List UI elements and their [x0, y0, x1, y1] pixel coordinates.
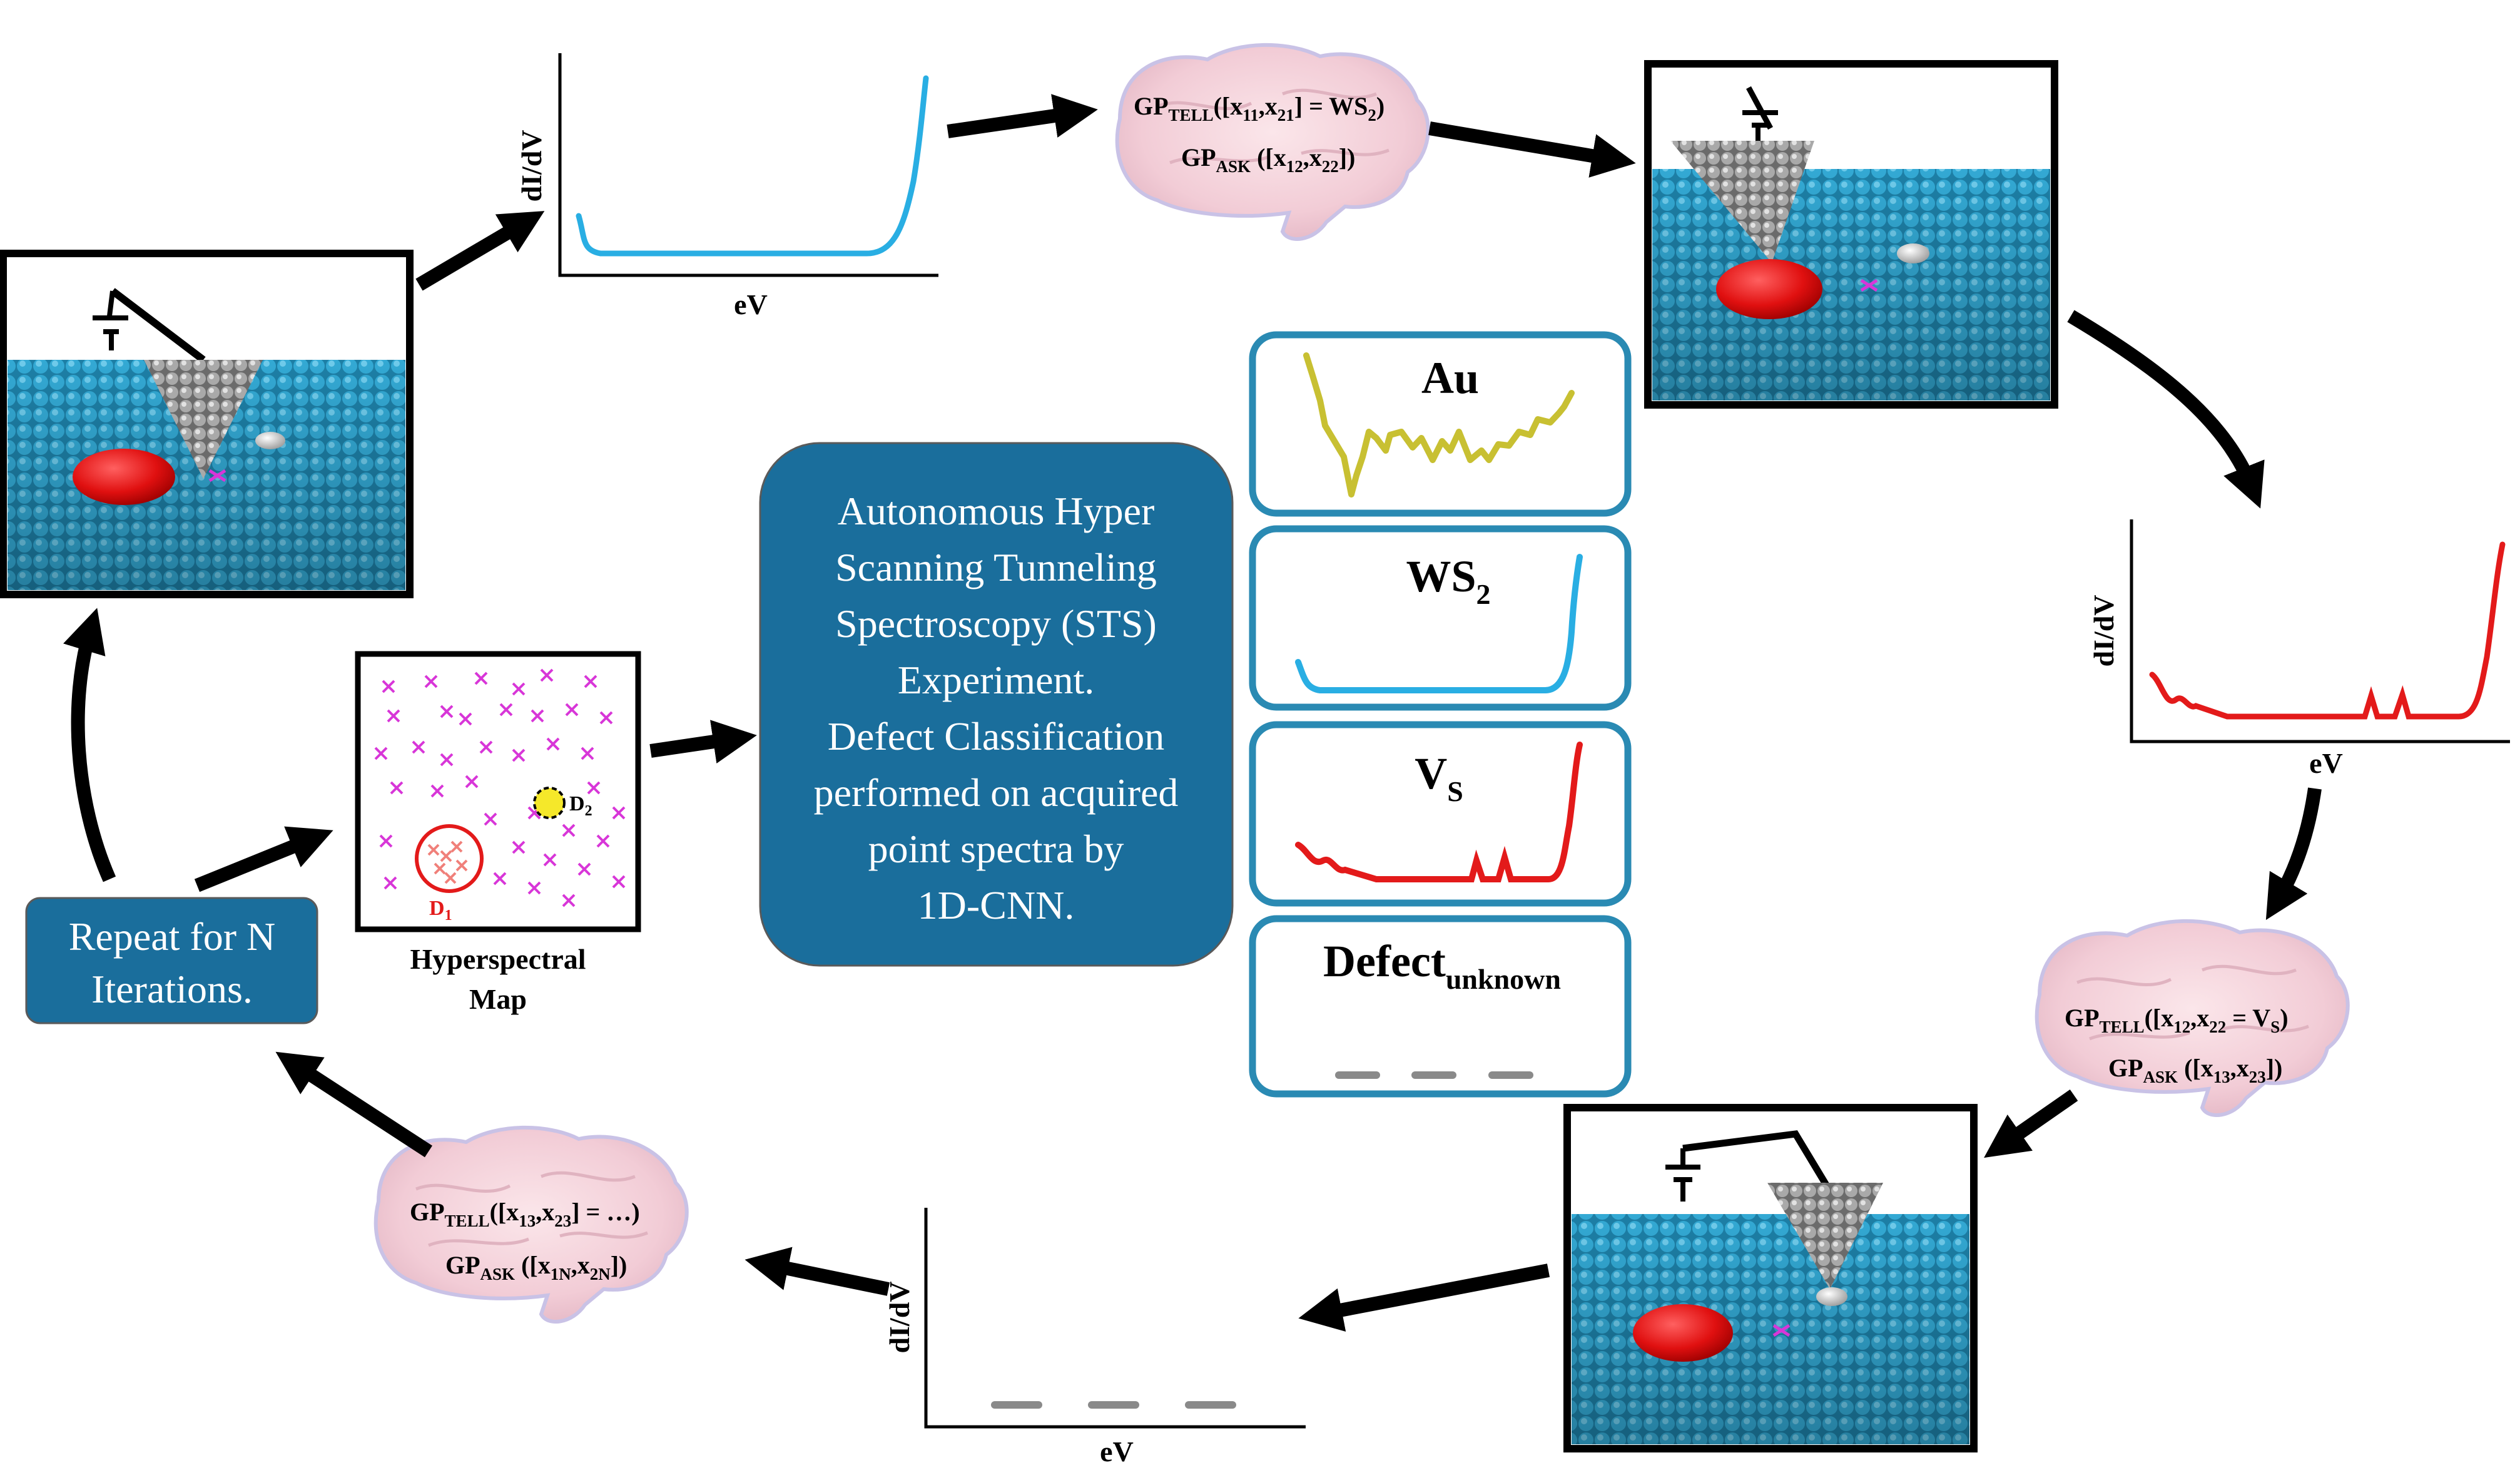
brain-icon — [1115, 43, 1430, 241]
y-axis-label: dI/dV — [2088, 595, 2120, 666]
repeat-box: Repeat for N Iterations. — [25, 897, 318, 1024]
ws2-spectrum-curve — [576, 75, 929, 257]
arrow-icon — [649, 720, 757, 763]
class-label-defect-unknown: Defectunknown — [1323, 936, 1561, 995]
stm-tip-icon — [144, 360, 263, 479]
white-defect-dome — [1897, 243, 1929, 263]
defect-cluster-d1 — [415, 824, 484, 893]
battery-symbol-icon — [1665, 1130, 1830, 1202]
sample-point-markers — [374, 668, 626, 907]
svg-text:GPASK ([x13,x23]): GPASK ([x13,x23]) — [2108, 1054, 2282, 1086]
x-axis-label: eV — [1100, 1436, 1134, 1467]
arrow-icon — [947, 94, 1098, 138]
ws2-class-curve — [1295, 554, 1583, 693]
center-line-6: performed on acquired — [814, 770, 1179, 815]
center-line-4: Experiment. — [898, 658, 1095, 702]
map-label-line-1: Hyperspectral — [410, 943, 586, 975]
vs-spectrum-curve — [2149, 541, 2506, 720]
spectrum-plot-3: dI/dV eV — [883, 1208, 1306, 1467]
gp-annotation-3: GPTELL([x13,x23] = …) GPASK ([x1N,x2N]) — [410, 1198, 640, 1284]
stm-tip-icon — [1767, 1183, 1883, 1289]
repeat-line-1: Repeat for N — [69, 914, 276, 959]
class-label-au: Au — [1421, 353, 1479, 403]
class-box-defect-unknown: Defectunknown — [1249, 915, 1632, 1098]
center-line-5: Defect Classification — [828, 714, 1164, 758]
svg-text:GPASK ([x1N,x2N]): GPASK ([x1N,x2N]) — [445, 1251, 627, 1284]
center-line-2: Scanning Tunneling — [835, 545, 1157, 589]
x-axis-label: eV — [734, 288, 768, 320]
battery-symbol-icon — [93, 288, 206, 363]
d1-cluster-markers — [427, 840, 468, 884]
red-defect-dome — [1716, 259, 1822, 319]
svg-text:GPTELL([x11,x21] = WS2): GPTELL([x11,x21] = WS2) — [1134, 92, 1384, 125]
center-line-7: point spectra by — [868, 827, 1124, 871]
arrow-icon — [194, 826, 333, 892]
d1-label: D1 — [429, 897, 452, 924]
arrow-icon — [63, 608, 116, 882]
center-line-1: Autonomous Hyper — [838, 489, 1155, 533]
x-axis-label: eV — [2309, 747, 2343, 779]
arrow-icon — [275, 1051, 433, 1158]
spectrum-plot-2: dI/dV eV — [2088, 519, 2510, 779]
class-box-ws2: WS2 — [1249, 525, 1632, 711]
arrow-icon — [2265, 787, 2322, 921]
map-label-line-2: Map — [469, 983, 527, 1015]
y-axis-label: dI/dV — [883, 1281, 915, 1353]
stm-scene-2 — [1644, 60, 2058, 409]
au-spectrum-curve — [1303, 352, 1575, 498]
gp-annotation-1: GPTELL([x11,x21] = WS2) GPASK ([x12,x22]… — [1134, 92, 1384, 176]
cross-marker-icon — [1860, 278, 1878, 292]
spectrum-plot-1: dI/dV eV — [516, 53, 938, 320]
hyperspectral-map: D1 D2 Hyperspectral Map — [355, 651, 641, 1015]
svg-text:GPTELL([x12,x22 = VS): GPTELL([x12,x22 = VS) — [2065, 1004, 2289, 1036]
white-defect-dome — [255, 432, 285, 449]
svg-text:GPASK ([x12,x22]): GPASK ([x12,x22]) — [1181, 143, 1355, 176]
white-defect-dome — [1816, 1287, 1847, 1306]
center-line-3: Spectroscopy (STS) — [835, 601, 1157, 646]
flow-arrows — [63, 94, 2322, 1332]
class-box-vs: VS — [1249, 721, 1632, 907]
class-box-au: Au — [1249, 331, 1632, 517]
cross-marker-icon — [208, 469, 226, 482]
class-label-vs: VS — [1415, 748, 1463, 807]
stm-scene-3 — [1563, 1104, 1978, 1452]
brain-icon — [2035, 919, 2350, 1117]
arrow-icon — [1428, 121, 1636, 178]
red-defect-dome — [73, 449, 175, 505]
vs-class-curve — [1295, 742, 1583, 882]
gp-annotation-2: GPTELL([x12,x22 = VS) GPASK ([x13,x23]) — [2065, 1004, 2289, 1086]
arrow-icon — [744, 1247, 890, 1296]
center-description-box: Autonomous Hyper Scanning Tunneling Spec… — [759, 442, 1234, 967]
class-label-ws2: WS2 — [1406, 551, 1490, 610]
brain-icon — [373, 1125, 689, 1324]
arrow-icon — [1298, 1263, 1550, 1332]
stm-scene-1 — [0, 250, 414, 598]
arrow-icon — [2067, 310, 2265, 509]
defect-cluster-d2 — [533, 787, 566, 819]
arrow-icon — [1984, 1089, 2078, 1158]
red-defect-dome — [1633, 1304, 1733, 1362]
d2-label: D2 — [569, 792, 592, 819]
arrow-icon — [415, 211, 545, 291]
repeat-line-2: Iterations. — [91, 967, 253, 1011]
stm-tip-icon — [1670, 141, 1814, 263]
svg-text:GPTELL([x13,x23] = …): GPTELL([x13,x23] = …) — [410, 1198, 640, 1230]
center-line-8: 1D-CNN. — [918, 883, 1075, 927]
y-axis-label: dI/dV — [516, 130, 547, 202]
cross-marker-icon — [1772, 1324, 1791, 1337]
